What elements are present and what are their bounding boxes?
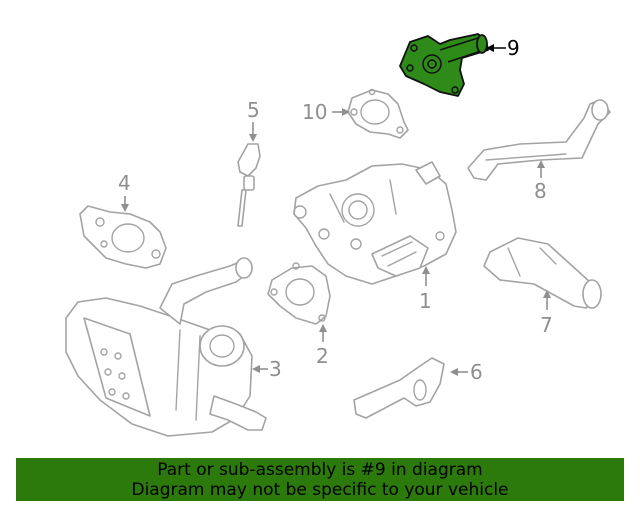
part-5-sensor[interactable] xyxy=(237,143,261,227)
callout-6: 6 xyxy=(450,360,483,384)
callout-2-label: 2 xyxy=(316,344,329,368)
callout-10: 10 xyxy=(302,100,350,124)
part-4-gasket[interactable] xyxy=(79,205,167,269)
banner-line-2: Diagram may not be specific to your vehi… xyxy=(131,480,509,500)
callout-8: 8 xyxy=(534,160,547,203)
part-2-gasket[interactable] xyxy=(267,262,331,325)
part-8-pipe[interactable] xyxy=(467,99,611,181)
callout-1-label: 1 xyxy=(419,289,432,313)
callout-5: 5 xyxy=(247,98,260,142)
callout-4-label: 4 xyxy=(118,171,131,195)
callout-5-label: 5 xyxy=(247,98,260,122)
banner-line-1: Part or sub-assembly is #9 in diagram xyxy=(157,460,483,480)
callout-10-label: 10 xyxy=(302,100,327,124)
part-6-hose[interactable] xyxy=(353,357,445,419)
callout-3: 3 xyxy=(252,357,282,381)
part-1-egr-valve[interactable] xyxy=(293,161,457,285)
part-7-hose[interactable] xyxy=(483,237,602,309)
callout-8-label: 8 xyxy=(534,179,547,203)
callout-2: 2 xyxy=(316,324,329,368)
parts-diagram: 9 10 5 4 8 1 7 2 3 6 xyxy=(65,33,611,437)
callout-7-label: 7 xyxy=(540,313,553,337)
callout-1: 1 xyxy=(419,266,432,313)
part-10-gasket[interactable] xyxy=(347,88,409,139)
callout-9: 9 xyxy=(486,36,520,60)
callout-9-label: 9 xyxy=(507,36,520,60)
callout-6-label: 6 xyxy=(470,360,483,384)
callout-4: 4 xyxy=(118,171,131,212)
part-9-water-outlet[interactable] xyxy=(399,33,489,97)
info-banner: Part or sub-assembly is #9 in diagram Di… xyxy=(16,458,624,501)
callout-3-label: 3 xyxy=(269,357,282,381)
callout-7: 7 xyxy=(540,290,553,337)
part-3-egr-cooler[interactable] xyxy=(65,257,267,437)
